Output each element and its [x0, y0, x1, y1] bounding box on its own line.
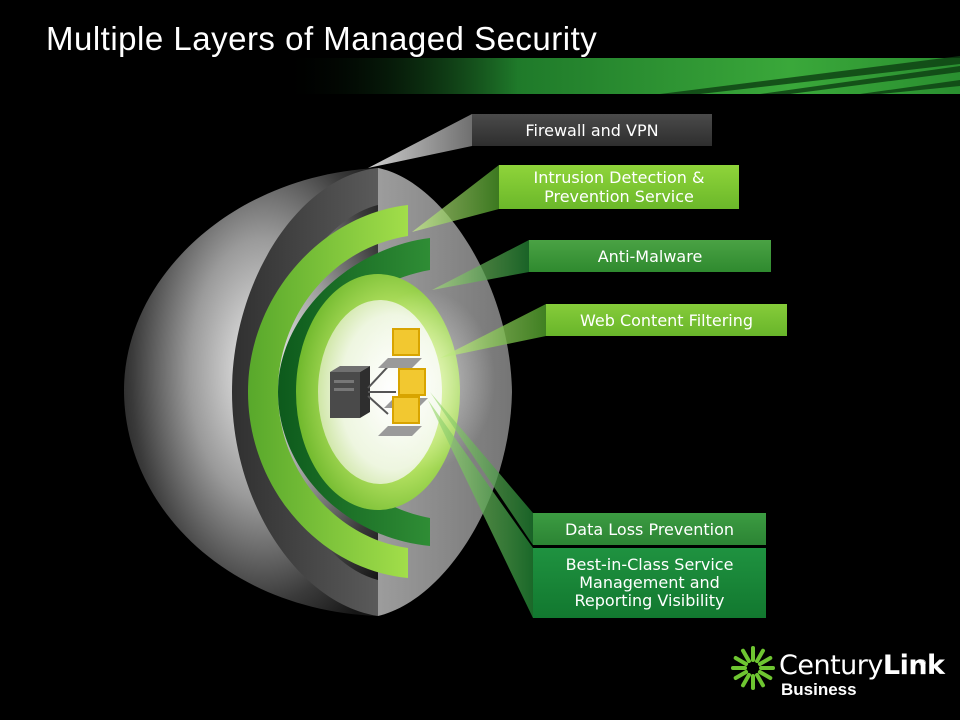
beam-anti-malware: [432, 240, 529, 290]
laptop-icon: [378, 396, 422, 436]
brand-registered: ®: [918, 659, 927, 669]
beam-intrusion: [412, 165, 499, 232]
brand-sub: Business: [781, 680, 857, 699]
logo-spoke: [757, 670, 773, 680]
logo-spoke: [755, 672, 765, 688]
beam-dlp: [430, 392, 533, 545]
server-icon: [330, 366, 370, 418]
layer-label-anti-malware: Anti-Malware: [529, 240, 771, 272]
layer-label-service-management: Best-in-Class Service Management and Rep…: [533, 548, 766, 618]
layer-label-data-loss: Data Loss Prevention: [533, 513, 766, 545]
logo-spoke: [757, 656, 773, 666]
beam-service-mgmt: [428, 400, 533, 618]
layer-label-web-filtering: Web Content Filtering: [546, 304, 787, 336]
layer-label-intrusion: Intrusion Detection & Prevention Service: [499, 165, 739, 209]
laptop-icon: [378, 328, 422, 368]
header-stripes: [280, 56, 960, 94]
logo-spoke: [741, 648, 751, 664]
beam-firewall: [368, 114, 472, 168]
brand-name: CenturyLink: [779, 650, 945, 681]
slide-title: Multiple Layers of Managed Security: [46, 20, 598, 57]
layer-label-firewall: Firewall and VPN: [472, 114, 712, 146]
logo-spoke: [755, 648, 765, 664]
logo-spoke: [741, 672, 751, 688]
firewall-ring: [232, 168, 378, 616]
centurylink-logo-icon: [731, 646, 775, 690]
logo-spoke: [733, 656, 749, 666]
beam-web-filter: [440, 304, 546, 358]
brand-name-bold: Link: [882, 650, 945, 681]
logo-spoke: [733, 670, 749, 680]
intrusion-ring: [248, 205, 408, 578]
brand-name-light: Century: [779, 650, 883, 681]
